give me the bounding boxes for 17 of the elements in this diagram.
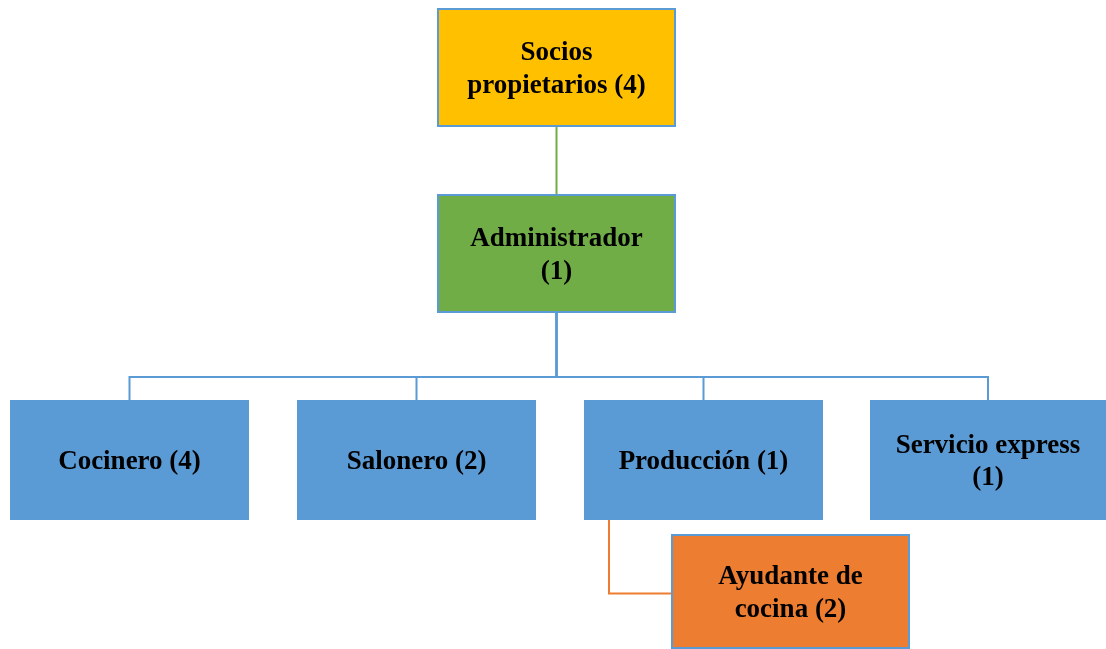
org-box — [671, 534, 910, 649]
org-box — [584, 400, 823, 520]
role-label: Producción (1) — [618, 443, 789, 477]
connector-line — [555, 126, 558, 195]
role-label: Cocinero (4) — [58, 443, 201, 477]
connector-line — [555, 312, 989, 401]
role-label: Administrador (1) — [469, 221, 644, 286]
org-box — [297, 400, 536, 520]
connector-line — [608, 519, 672, 595]
role-label: Socios propietarios (4) — [466, 35, 647, 100]
role-label: Salonero (2) — [346, 443, 487, 477]
role-label: Ayudante de cocina (2) — [717, 559, 864, 624]
org-box — [870, 400, 1106, 520]
org-box — [437, 194, 676, 313]
org-box — [437, 8, 676, 127]
role-label: Servicio express (1) — [894, 427, 1082, 493]
org-box — [10, 400, 249, 520]
